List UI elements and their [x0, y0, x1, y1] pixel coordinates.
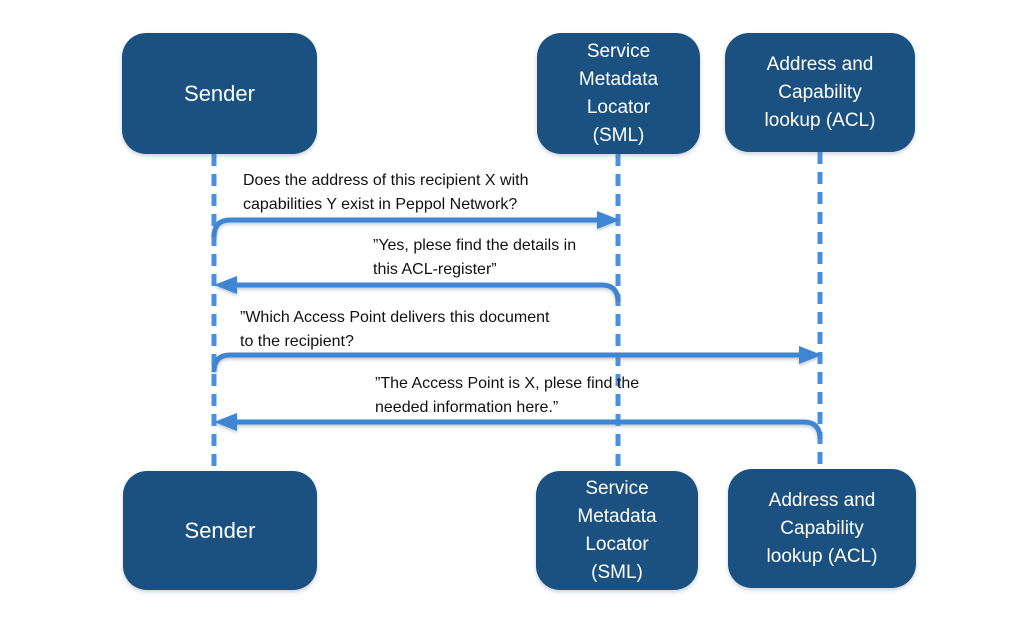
arrow-head-right-icon [597, 211, 620, 229]
actor-label: lookup (ACL) [764, 109, 876, 131]
arrow-line [235, 419, 823, 440]
actor-label: Capability [780, 517, 864, 539]
actor-label: Capability [778, 81, 862, 103]
actor-label: lookup (ACL) [766, 545, 878, 567]
actor-box-sml-top: Service Metadata Locator (SML) [537, 33, 700, 154]
message-line: this ACL-register” [373, 261, 497, 278]
actor-label: Address and [766, 53, 874, 75]
message-arrow-4-acl-to-sender [214, 413, 823, 440]
message-line: to the recipient? [240, 333, 354, 350]
actor-box-sender-bottom: Sender [123, 471, 317, 590]
message-line: Does the address of this recipient X wit… [243, 172, 529, 189]
message-line: ”Which Access Point delivers this docume… [240, 309, 550, 326]
message-line: needed information here.” [375, 399, 559, 416]
actor-box-acl-bottom: Address and Capability lookup (ACL) [728, 469, 916, 588]
message-label-4: ”The Access Point is X, plese find the n… [375, 372, 639, 420]
actor-label: Metadata [577, 505, 657, 527]
arrow-head-right-icon [799, 346, 822, 364]
message-arrow-1-sender-to-sml [211, 211, 620, 238]
actor-label: Service [586, 40, 651, 62]
lifelines [211, 152, 823, 471]
actor-label: Metadata [578, 68, 659, 90]
message-label-3: ”Which Access Point delivers this docume… [240, 306, 549, 354]
message-label-2: ”Yes, plese find the details in this ACL… [373, 234, 576, 282]
actor-box-sml-bottom: Service Metadata Locator (SML) [536, 471, 698, 590]
message-line: capabilities Y exist in Peppol Network? [243, 196, 518, 213]
actor-label: Locator [586, 96, 651, 118]
actor-label: Locator [585, 533, 649, 555]
actor-label: Address and [768, 489, 876, 511]
actor-box-sender-top: Sender [122, 33, 317, 154]
actor-label: (SML) [591, 561, 643, 583]
message-arrows [211, 211, 823, 440]
message-arrow-2-sml-to-sender [214, 276, 621, 303]
message-arrow-3-sender-to-acl [211, 346, 822, 373]
arrow-line [235, 282, 621, 303]
arrow-line [211, 217, 599, 238]
message-line: ”The Access Point is X, plese find the [375, 375, 640, 392]
arrow-line [211, 352, 801, 373]
arrow-head-left-icon [214, 413, 237, 431]
message-line: ”Yes, plese find the details in [373, 237, 577, 254]
actor-box-acl-top: Address and Capability lookup (ACL) [725, 33, 915, 152]
actor-label: Sender [184, 80, 255, 106]
actor-label: Service [585, 477, 649, 499]
message-label-1: Does the address of this recipient X wit… [243, 169, 528, 217]
arrow-head-left-icon [214, 276, 237, 294]
actor-label: (SML) [592, 124, 645, 146]
actor-label: Sender [184, 517, 256, 543]
